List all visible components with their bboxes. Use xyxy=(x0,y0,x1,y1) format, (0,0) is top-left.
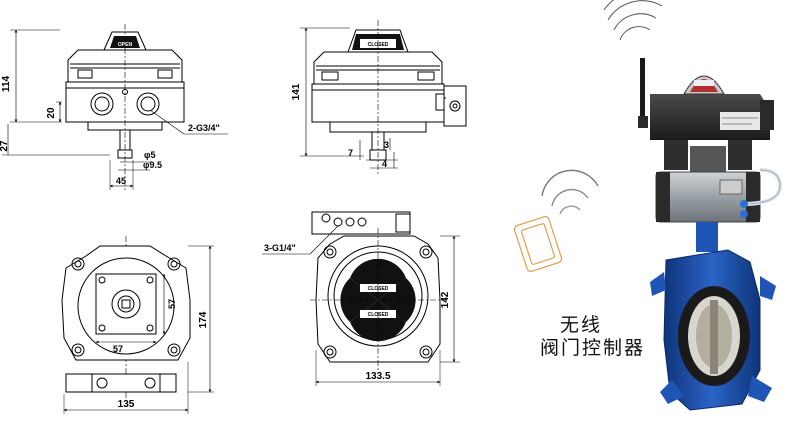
bottom-height-dim: 174 xyxy=(198,311,209,328)
product-photo xyxy=(513,0,783,411)
bottom-view xyxy=(61,236,214,414)
side-view: CLOSED xyxy=(300,20,467,176)
caption-line-1: 无线 xyxy=(560,314,603,336)
side-height-total: 141 xyxy=(291,83,302,100)
top-indicator-top-text: CLOSED xyxy=(368,286,389,292)
front-collar-dia: φ9.5 xyxy=(143,160,162,170)
bottom-square-dim: 57 xyxy=(113,344,123,354)
side-dim-7: 7 xyxy=(348,148,353,158)
side-dim-4: 4 xyxy=(382,159,387,169)
front-shaft-offset: 45 xyxy=(116,176,126,186)
front-port-right xyxy=(136,92,160,116)
front-view: OPEN xyxy=(2,24,228,190)
bottom-width-dim: 135 xyxy=(118,399,135,410)
front-height-body: 20 xyxy=(46,107,57,119)
wifi-signal-icon xyxy=(603,0,663,41)
front-height-total: 114 xyxy=(1,75,12,92)
bottom-square-side-dim: 57 xyxy=(167,299,177,309)
top-width-dim: 133.5 xyxy=(365,371,390,382)
top-indicator-bottom-text: CLOSED xyxy=(368,312,389,318)
remote-signal-icon xyxy=(541,169,599,215)
front-port-label: 2-G3/4" xyxy=(188,123,220,133)
top-view xyxy=(262,211,460,386)
top-height-dim: 142 xyxy=(440,291,451,308)
remote-device-icon xyxy=(513,216,563,272)
bottom-square-plate xyxy=(95,273,157,335)
caption-line-2: 阀门控制器 xyxy=(540,337,646,359)
side-dim-3: 3 xyxy=(384,140,389,150)
top-pilot-valve xyxy=(311,211,411,235)
antenna xyxy=(640,58,645,118)
front-port-left xyxy=(90,92,114,116)
product-caption: 无线 阀门控制器 xyxy=(540,314,660,360)
top-port-label: 3-G1/4" xyxy=(264,243,296,253)
front-height-shaft: 27 xyxy=(0,140,10,152)
front-shaft-dia: φ5 xyxy=(144,150,155,160)
side-bracket xyxy=(443,85,467,127)
